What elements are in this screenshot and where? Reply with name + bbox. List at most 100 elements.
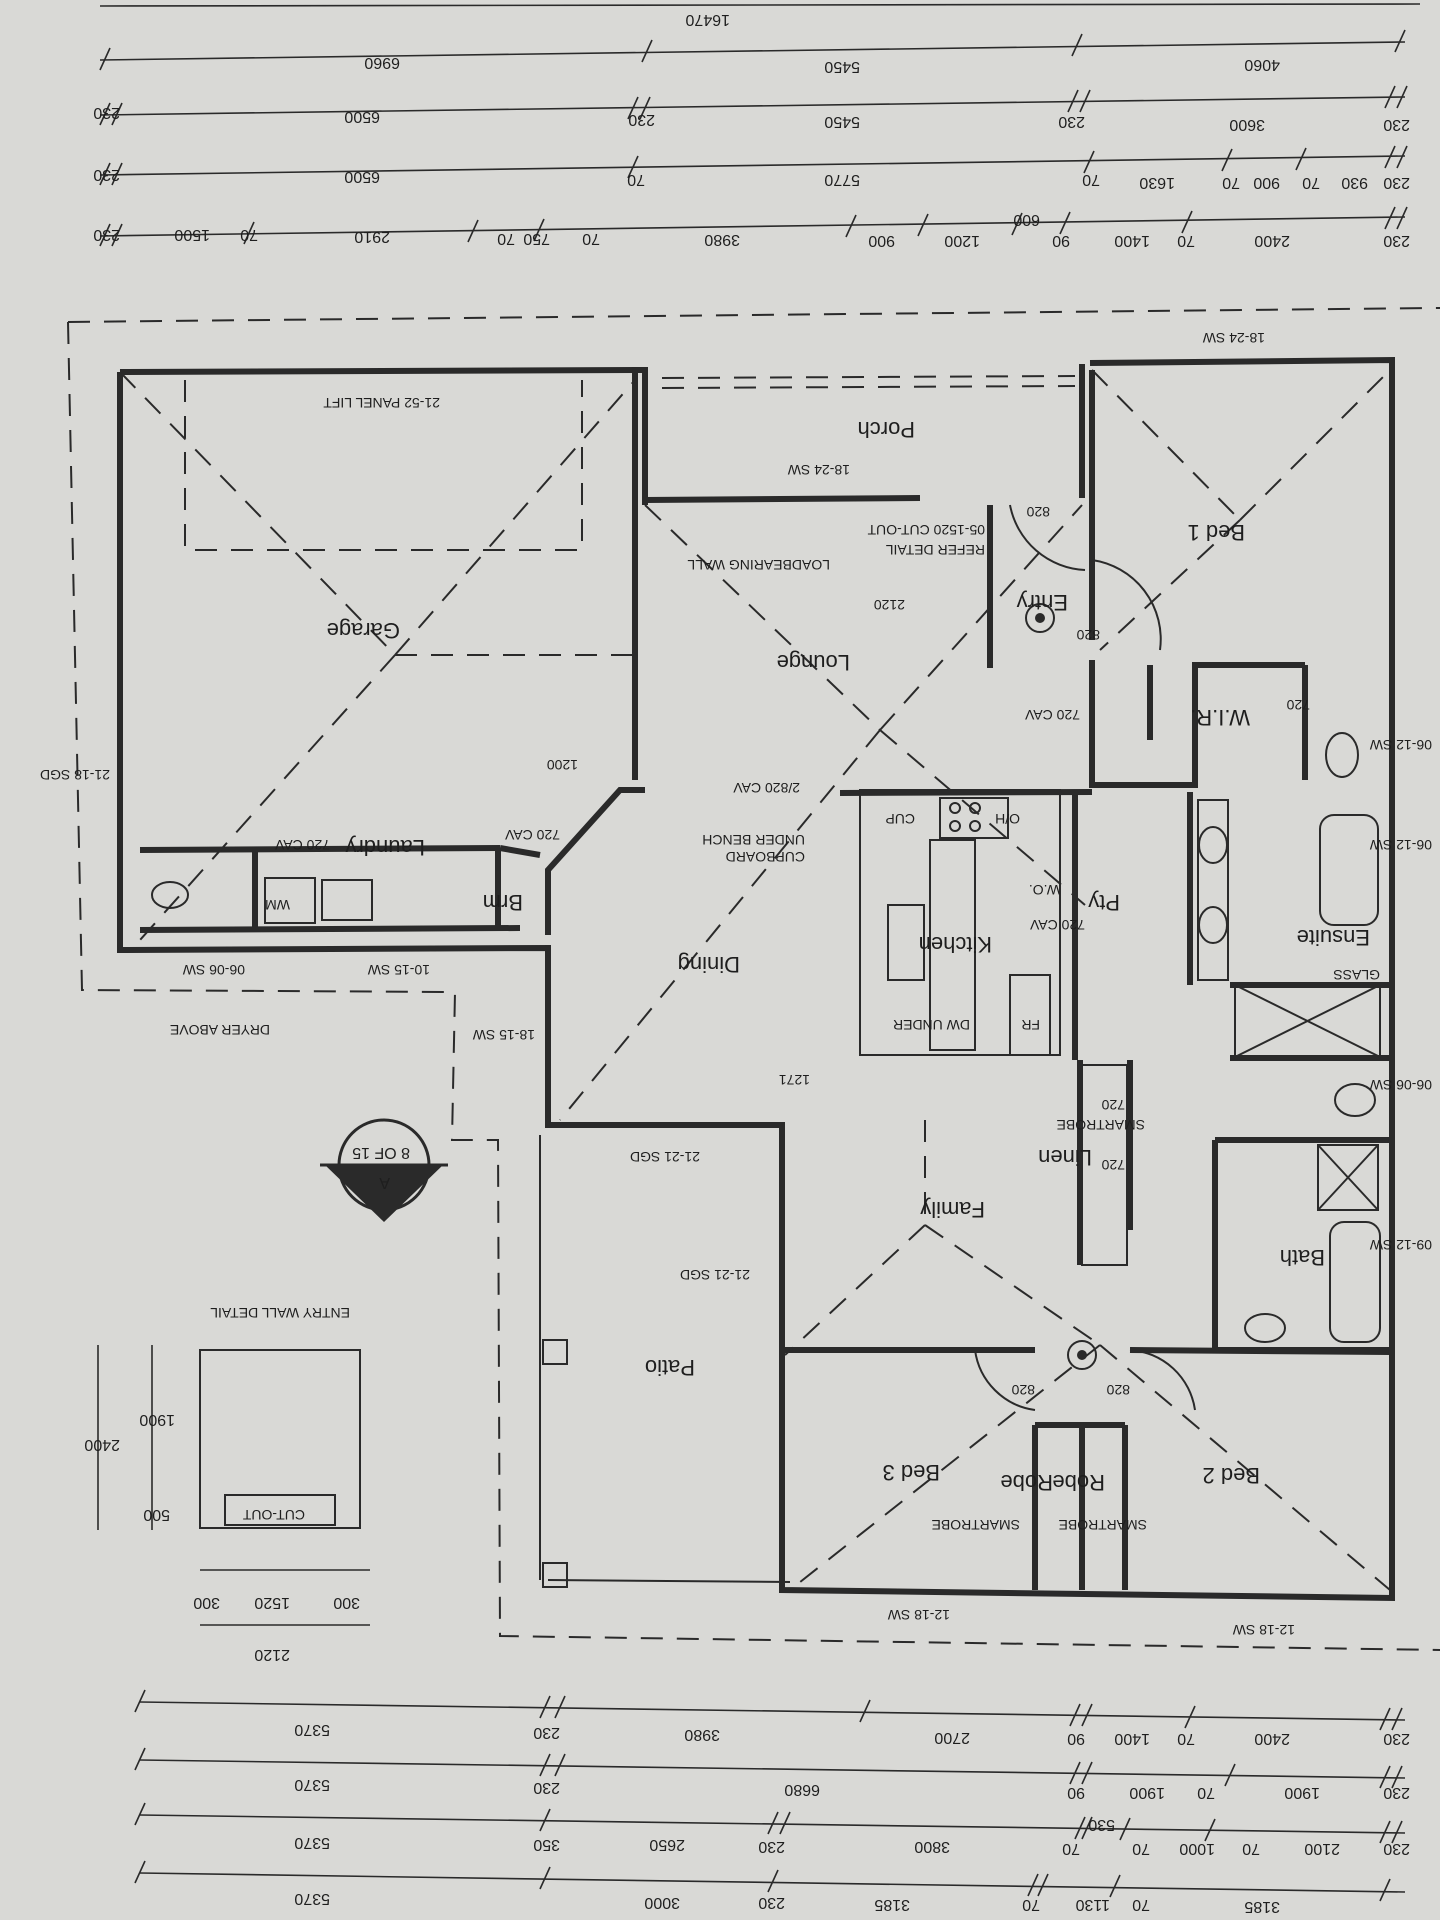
smoke-detector (1025, 603, 1055, 633)
fixtures (151, 504, 1381, 1588)
note-820-d: 820 (1106, 1382, 1130, 1398)
top-dim-row-3: 230 6500 70 5770 70 1630 70 900 70 930 2… (93, 166, 1410, 191)
dimension-label: 5370 (294, 1721, 330, 1738)
ensuite-bath (1319, 814, 1379, 926)
room-lounge: Lounge (777, 650, 850, 675)
dimension-label: 600 (1013, 211, 1040, 228)
entry-wall-detail (97, 1345, 370, 1626)
dimension-label: 230 (1383, 1840, 1410, 1857)
bath-basin (1244, 1313, 1286, 1343)
fridge-space (1009, 974, 1051, 1056)
dimension-label: 230 (758, 1894, 785, 1911)
dimension-label: 230 (533, 1779, 560, 1796)
dimension-label: 6960 (364, 54, 400, 71)
room-ensuite: Ensuite (1297, 925, 1370, 950)
note-cup: CUP (885, 811, 915, 827)
dimension-label: 750 (523, 230, 550, 247)
dimension-label: 2910 (354, 228, 390, 245)
section-marker (320, 1118, 448, 1222)
room-pantry: Pty (1088, 890, 1120, 915)
note-loadbearing: LOADBEARING WALL (687, 557, 830, 573)
dimension-label: 2650 (649, 1836, 685, 1853)
dimension-label: 3980 (684, 1726, 720, 1743)
dimension-label: 230 (1383, 116, 1410, 133)
dimension-label: 3800 (914, 1838, 950, 1855)
note-720-a: 720 (1286, 697, 1310, 713)
roof-outline (67, 307, 1440, 1651)
note-2120: 2120 (874, 597, 905, 613)
note-top-right-sw: 18-24 SW (1202, 330, 1265, 346)
note-sw-0606-b: 06-06 SW (182, 962, 245, 978)
dimension-label: 230 (93, 226, 120, 243)
dimension-label: 70 (497, 230, 515, 247)
note-sw-0606: 06-06 SW (1369, 1077, 1432, 1093)
ensuite-vanity (1197, 799, 1229, 981)
note-2820cav: 2/820 CAV (733, 780, 800, 796)
top-dim-row-2: 230 6500 230 5450 230 3600 230 (93, 104, 1410, 133)
dimension-label: 230 (628, 111, 655, 128)
dimension-label: 70 (1302, 174, 1320, 191)
dimension-label: 2400 (1254, 1730, 1290, 1747)
note-sw-0912: 09-12 SW (1369, 1237, 1432, 1253)
note-smartrobe-linen: SMARTROBE (1057, 1117, 1145, 1133)
note-720-b: 720 (1101, 1097, 1125, 1113)
washing-machine (264, 877, 316, 924)
dimension-label: 1900 (1129, 1784, 1165, 1801)
dimension-label: 3185 (874, 1896, 910, 1913)
note-820-b: 820 (1076, 627, 1100, 643)
note-1271: 1271 (779, 1072, 810, 1088)
room-wir: W.I.R. (1190, 705, 1250, 730)
note-sw-0612-b: 06-12 SW (1369, 837, 1432, 853)
bath-tub (1329, 1221, 1381, 1343)
bottom-dim-row-3: 5370 350 2650 230 3800 70 530 70 1000 70… (294, 1816, 1410, 1857)
dimension-label: 1400 (1114, 1730, 1150, 1747)
dimension-label: 2700 (934, 1729, 970, 1746)
dimension-label: 90 (1067, 1784, 1085, 1801)
dimension-label: 230 (1058, 113, 1085, 130)
ensuite-toilet (1325, 732, 1359, 778)
note-sw-1815: 18-15 SW (472, 1027, 535, 1043)
wc-toilet (1334, 1083, 1376, 1117)
note-panel-lift: 21-52 PANEL LIFT (323, 395, 440, 411)
dimension-label: 930 (1341, 174, 1368, 191)
overall-dimension: 16470 (685, 11, 730, 28)
note-fr: FR (1021, 1017, 1040, 1033)
room-patio: Patio (645, 1355, 695, 1380)
room-robe-left: Robe (1000, 1470, 1053, 1495)
note-720cav-b: 720 CAV (504, 827, 560, 843)
dimension-label: 230 (93, 166, 120, 183)
dimension-label: 230 (1383, 1730, 1410, 1747)
note-oh: O/H (995, 811, 1020, 827)
note-wo: W.O. (1029, 882, 1060, 898)
top-dim-row-1: 6960 5450 4060 (364, 54, 1280, 75)
note-under-bench-1: UNDER BENCH (702, 832, 805, 848)
dimension-label: 70 (1132, 1840, 1150, 1857)
dimension-label: 70 (1177, 1730, 1195, 1747)
room-bed3: Bed 3 (883, 1460, 941, 1485)
note-sw-0612-a: 06-12 SW (1369, 737, 1432, 753)
room-family: Family (920, 1197, 985, 1222)
dimension-label: 3185 (1244, 1898, 1280, 1915)
room-dining: Dining (678, 952, 740, 977)
room-robe-right: Robe (1052, 1470, 1105, 1495)
plan-text-layer: 16470 6960 5450 4060 230 6500 230 5450 2… (40, 11, 1432, 1915)
laundry-trough (321, 879, 373, 921)
note-porch-sw: 18-24 SW (787, 462, 850, 478)
dimension-label: 90 (1067, 1730, 1085, 1747)
dimension-label: 5450 (824, 58, 860, 75)
room-porch: Porch (858, 417, 915, 442)
smoke-detector (1067, 1340, 1097, 1370)
note-820-c: 820 (1011, 1382, 1035, 1398)
note-sw-1218-b: 12-18 SW (1232, 1622, 1295, 1638)
note-820-a: 820 (1026, 504, 1050, 520)
dimension-label: 70 (1242, 1840, 1260, 1857)
note-720cav-d: 720 CAV (1029, 917, 1085, 933)
top-dimension-strings (99, 3, 1421, 247)
note-dw-under: DW UNDER (893, 1017, 970, 1033)
detail-w-1520: 1520 (254, 1594, 290, 1611)
detail-w-total: 2120 (254, 1646, 290, 1663)
dimension-label: 70 (1222, 174, 1240, 191)
detail-w-300a: 300 (193, 1594, 220, 1611)
dimension-label: 70 (1132, 1896, 1150, 1913)
dimension-label: 70 (240, 226, 258, 243)
